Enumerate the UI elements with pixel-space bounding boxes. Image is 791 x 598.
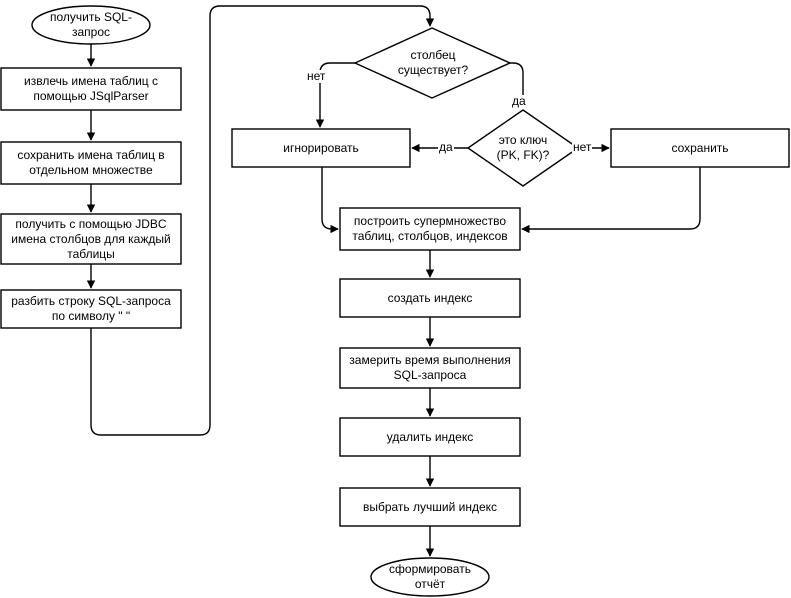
edge-save-to-superset	[521, 167, 701, 234]
shape-store	[0, 141, 182, 185]
edge-column-exists-yes-to-is-key	[510, 62, 524, 108]
shape-save	[610, 128, 790, 168]
shape-report	[370, 557, 490, 597]
edge-label-column-exists-no: нет	[306, 69, 327, 83]
shape-split	[0, 289, 182, 329]
shape-create-index	[339, 278, 521, 318]
shape-jdbc	[0, 213, 182, 265]
shape-drop-index	[339, 417, 521, 457]
shape-measure	[339, 347, 521, 389]
shape-column-exists-decision	[353, 27, 512, 99]
edge-label-is-key-yes: да	[438, 140, 454, 154]
shape-ignore	[231, 128, 411, 168]
shape-superset	[339, 207, 521, 251]
shape-is-key-decision	[466, 109, 580, 187]
shape-best-index	[339, 487, 521, 527]
shape-extract	[0, 67, 182, 111]
edge-ignore-to-superset	[321, 167, 339, 234]
edge-label-column-exists-yes: да	[511, 94, 527, 108]
shape-start	[31, 5, 151, 45]
edge-split-loop-to-column-exists	[90, 5, 435, 436]
edge-label-is-key-no: нет	[572, 140, 593, 154]
